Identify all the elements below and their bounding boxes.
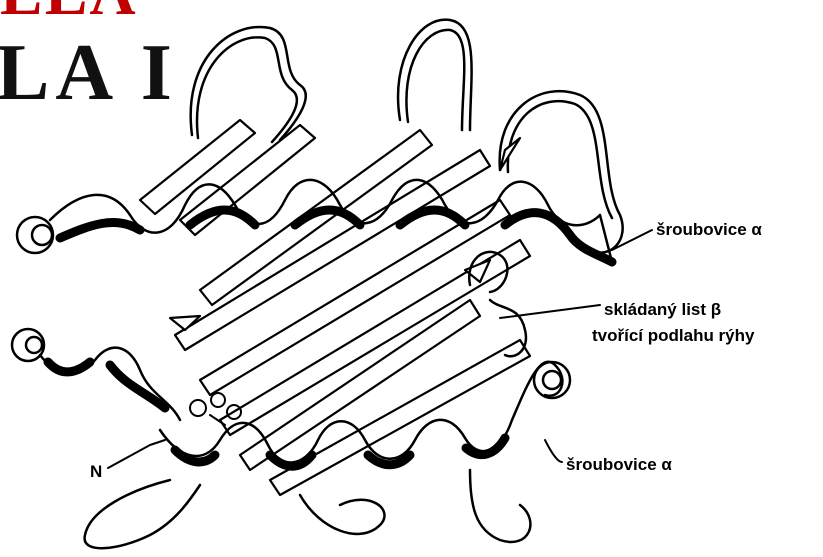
n-terminus-line [108,440,165,468]
bottom-loops [85,470,531,548]
label-sheet-line1: skládaný list β [604,300,721,320]
label-helix-bottom: šroubovice α [566,455,672,475]
label-helix-top: šroubovice α [656,220,762,240]
label-sheet-line2: tvořící podlahu rýhy [592,326,754,346]
beta-sheet [140,120,530,495]
alpha-helix-left [12,329,180,420]
label-n-terminus: N [90,462,102,482]
